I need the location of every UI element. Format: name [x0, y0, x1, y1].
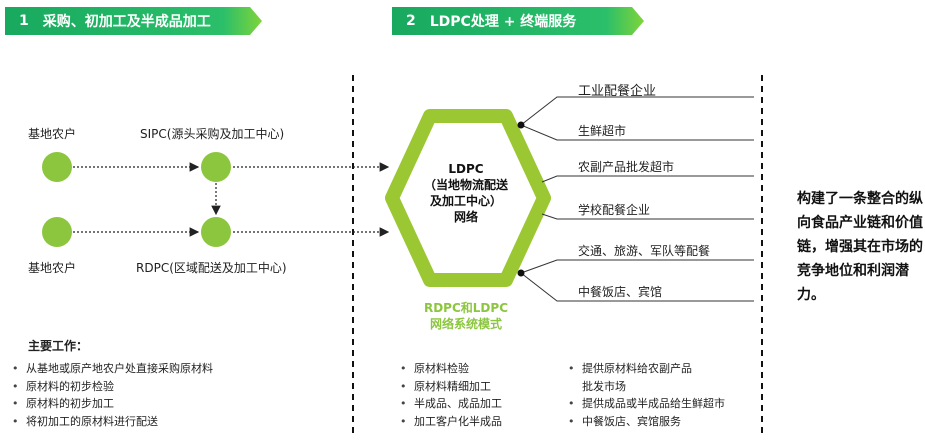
rdpc-label: RDPC(区域配送及加工中心): [136, 261, 287, 275]
network-mode-label: RDPC和LDPC 网络系统模式: [395, 300, 537, 332]
ldpc-processing-list: 原材料检验 原材料精细加工 半成品、成品加工 加工客户化半成品: [398, 360, 502, 430]
banner-step2-title: LDPC处理 + 终端服务: [429, 14, 577, 30]
mode-line: RDPC和LDPC: [423, 301, 508, 315]
service-item-line: 批发市场: [582, 379, 626, 393]
service-item: 中餐饭店、宾馆服务: [566, 413, 725, 431]
customer-item: 生鲜超市: [578, 124, 627, 138]
farmer-top-label: 基地农户: [28, 127, 77, 141]
farmer-bottom-label: 基地农户: [28, 261, 77, 275]
banner-step2-shape: [392, 7, 644, 35]
main-work-item: 将初加工的原材料进行配送: [10, 413, 213, 431]
connector-dot-bottom: [517, 269, 525, 277]
mode-line: 网络系统模式: [429, 317, 502, 331]
summary-text: 构建了一条整合的纵向食品产业链和价值链，增强其在市场的竞争地位和利润潜力。: [797, 191, 923, 303]
processing-item: 加工客户化半成品: [398, 413, 502, 431]
customer-connectors: [520, 96, 754, 302]
processing-item: 半成品、成品加工: [398, 395, 502, 413]
service-item: 提供成品或半成品给生鲜超市: [566, 395, 725, 413]
ldpc-line: 及加工中心）: [429, 194, 502, 208]
processing-item: 原材料检验: [398, 360, 502, 378]
ldpc-hexagon: [385, 109, 551, 287]
main-work-item: 原材料的初步检验: [10, 378, 213, 396]
customer-item: 交通、旅游、军队等配餐: [578, 244, 711, 258]
banner-step1-title: 采购、初加工及半成品加工: [42, 14, 211, 30]
banner-step1-shape: [5, 7, 262, 35]
main-work-item: 原材料的初步加工: [10, 395, 213, 413]
ldpc-hexagon-text: LDPC （当地物流配送 及加工中心） 网络: [400, 161, 532, 225]
sipc-node: [201, 152, 231, 182]
main-work-list: 从基地或原产地农户处直接采购原材料 原材料的初步检验 原材料的初步加工 将初加工…: [10, 360, 213, 430]
banner-step2: 2 LDPC处理 + 终端服务: [392, 7, 632, 35]
banner-step1: 1 采购、初加工及半成品加工: [5, 7, 250, 35]
main-work-title: 主要工作：: [28, 339, 89, 353]
banner-step1-number: 1: [19, 13, 29, 29]
ldpc-title: LDPC: [448, 162, 484, 176]
rdpc-node: [201, 217, 231, 247]
customer-item: 农副产品批发超市: [578, 160, 675, 174]
ldpc-line: 网络: [453, 210, 478, 224]
customer-item: 学校配餐企业: [578, 203, 651, 217]
farmer-bottom-node: [42, 217, 72, 247]
connector-dot-top: [517, 121, 525, 129]
processing-item: 原材料精细加工: [398, 378, 502, 396]
banner-step2-number: 2: [406, 13, 416, 29]
farmer-top-node: [42, 152, 72, 182]
customer-item: 中餐饭店、宾馆: [578, 285, 663, 299]
ldpc-line: （当地物流配送: [423, 178, 508, 192]
sipc-label: SIPC(源头采购及加工中心): [140, 127, 285, 141]
main-work-item: 从基地或原产地农户处直接采购原材料: [10, 360, 213, 378]
service-item-line: 提供原材料给农副产品: [582, 362, 692, 375]
customer-item: 工业配餐企业: [578, 84, 657, 99]
